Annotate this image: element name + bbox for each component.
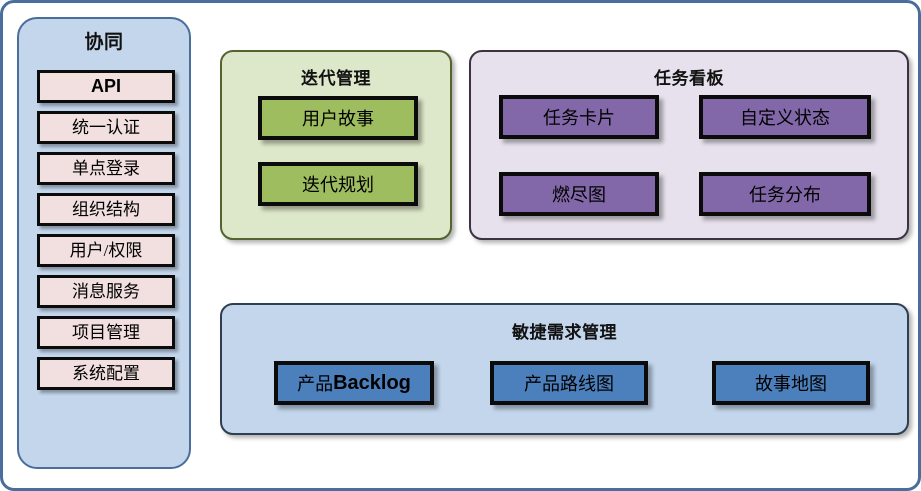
agile-item-product-backlog-suffix: Backlog: [333, 371, 411, 394]
sidebar-item-unified-auth[interactable]: 统一认证: [37, 111, 175, 144]
agile-item-product-backlog-prefix: 产品: [297, 374, 334, 394]
iteration-item-user-story[interactable]: 用户故事: [258, 96, 418, 140]
sidebar-item-project-management[interactable]: 项目管理: [37, 316, 175, 349]
collaboration-item-list: API 统一认证 单点登录 组织结构 用户/权限 消息服务 项目管理 系统配置: [37, 70, 175, 398]
panel-iteration-management[interactable]: 迭代管理 用户故事 迭代规划: [220, 50, 452, 240]
panel-collaboration-title: 协同: [84, 32, 124, 53]
taskboard-item-task-card[interactable]: 任务卡片: [499, 95, 659, 139]
panel-iteration-management-title: 迭代管理: [301, 69, 371, 88]
sidebar-item-org-structure[interactable]: 组织结构: [37, 193, 175, 226]
sidebar-item-system-config[interactable]: 系统配置: [37, 357, 175, 390]
taskboard-item-task-distribution[interactable]: 任务分布: [699, 172, 871, 216]
agile-item-story-map[interactable]: 故事地图: [712, 361, 870, 405]
sidebar-item-api[interactable]: API: [37, 70, 175, 103]
taskboard-item-custom-status[interactable]: 自定义状态: [699, 95, 871, 139]
panel-task-board-title: 任务看板: [654, 69, 724, 88]
panel-task-board[interactable]: 任务看板 任务卡片 自定义状态 燃尽图 任务分布: [469, 50, 909, 240]
panel-collaboration[interactable]: 协同 API 统一认证 单点登录 组织结构 用户/权限 消息服务 项目管理 系统…: [17, 17, 191, 469]
taskboard-item-burndown-chart[interactable]: 燃尽图: [499, 172, 659, 216]
sidebar-item-single-sign-on[interactable]: 单点登录: [37, 152, 175, 185]
iteration-item-iteration-planning[interactable]: 迭代规划: [258, 162, 418, 206]
sidebar-item-user-permission[interactable]: 用户/权限: [37, 234, 175, 267]
sidebar-item-message-service[interactable]: 消息服务: [37, 275, 175, 308]
panel-agile-requirements-title: 敏捷需求管理: [512, 323, 617, 342]
agile-item-product-roadmap[interactable]: 产品路线图: [490, 361, 648, 405]
